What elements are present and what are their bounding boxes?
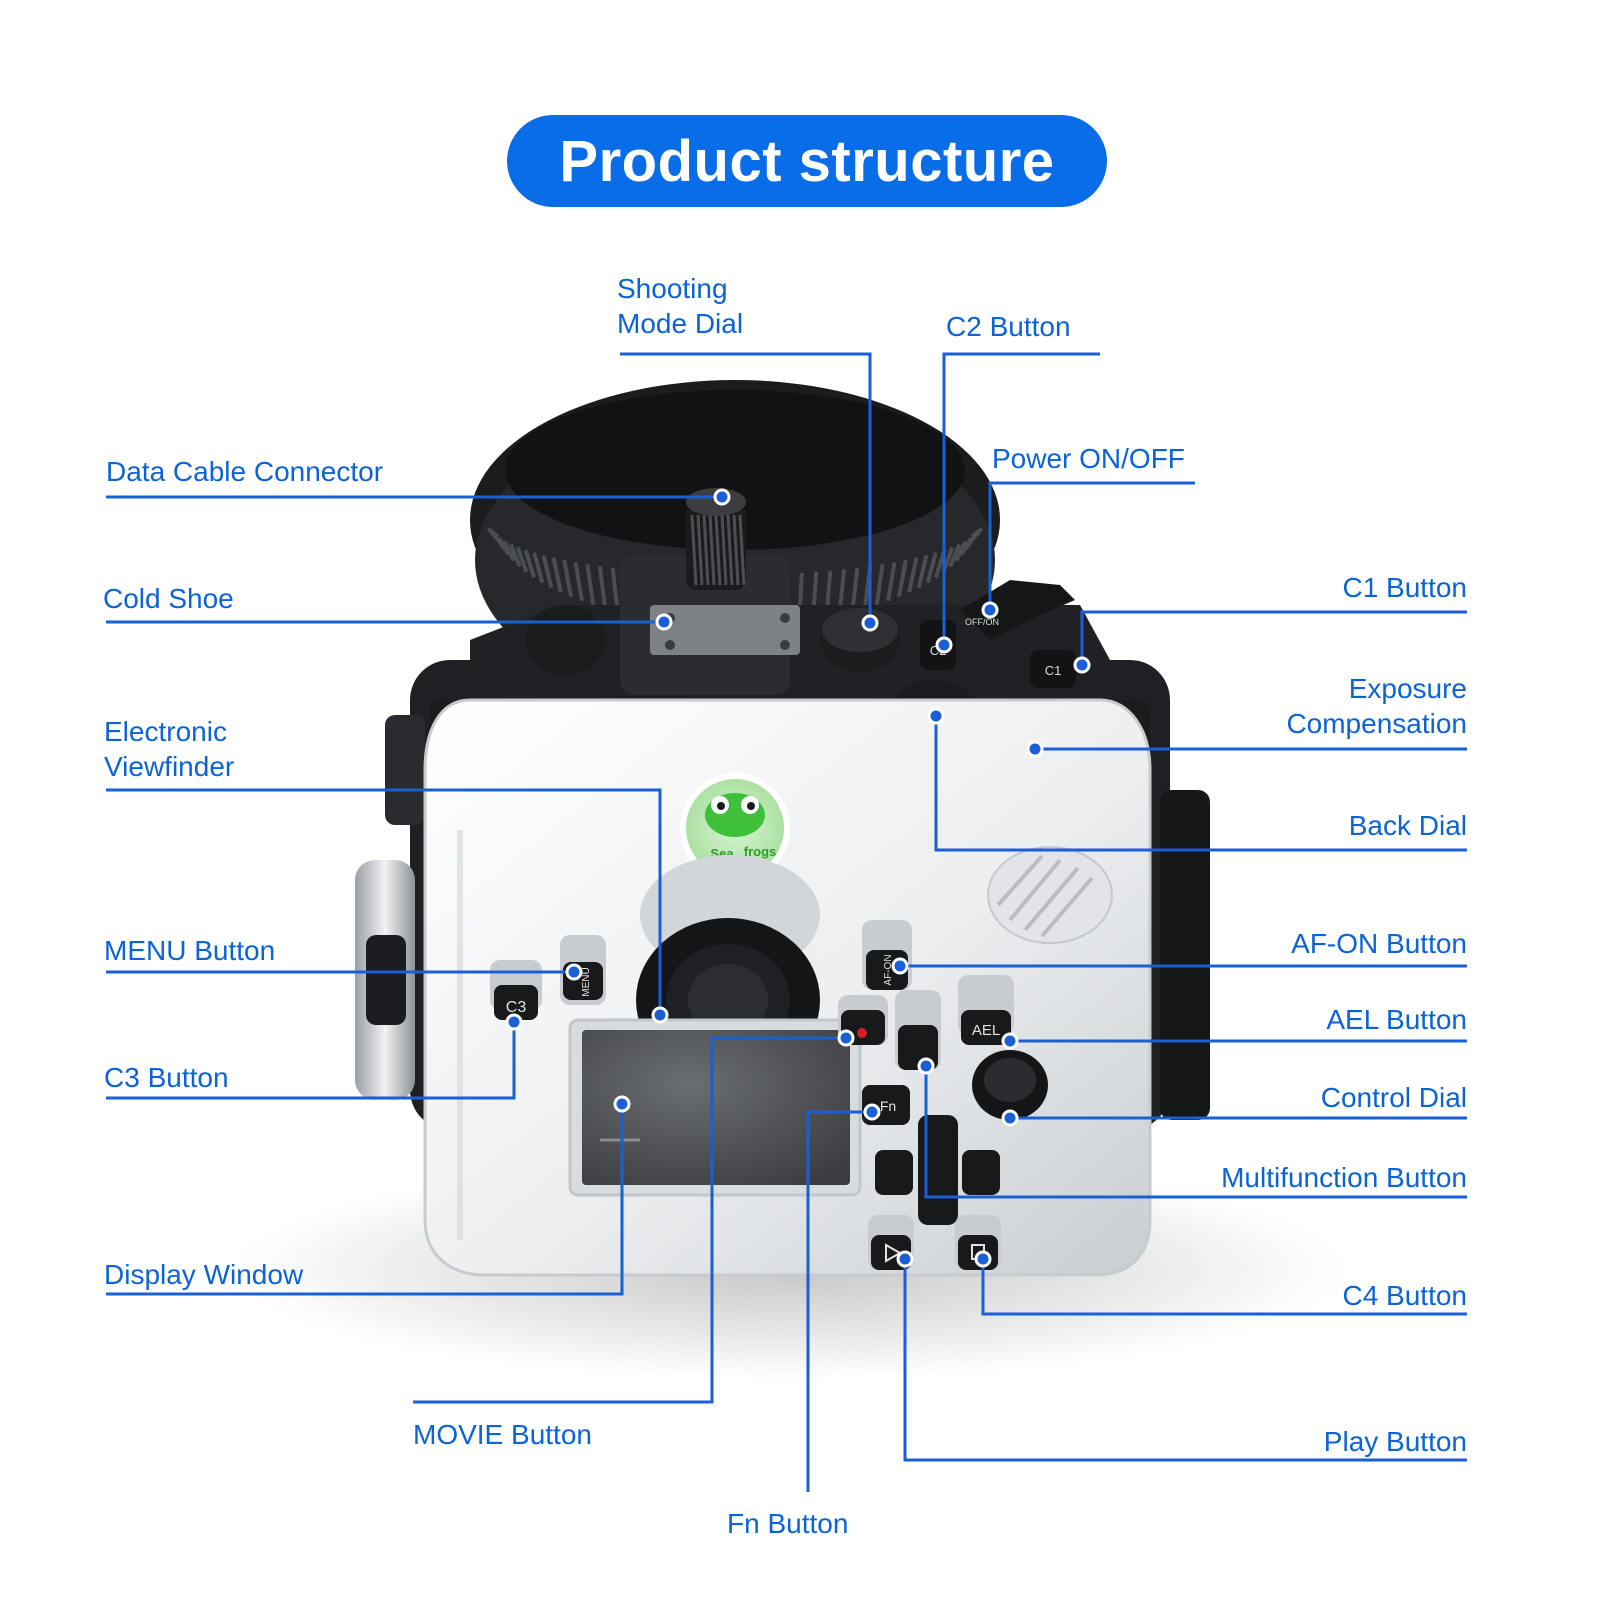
leader-display-window xyxy=(106,1104,624,1296)
dot-control-dial xyxy=(1001,1109,1019,1127)
dot-display-window xyxy=(613,1095,631,1113)
dot-cold-shoe xyxy=(655,613,673,631)
dot-menu-button xyxy=(565,963,583,981)
dot-power-on-off xyxy=(981,601,999,619)
left-knob xyxy=(525,605,605,675)
dot-c3-button xyxy=(505,1013,523,1031)
dot-c1-button xyxy=(1073,656,1091,674)
label-c1-button: C1 Button xyxy=(1342,572,1467,603)
dot-play-button xyxy=(896,1250,914,1268)
label-menu-button: MENU Button xyxy=(104,935,276,966)
title-banner: Product structure xyxy=(507,115,1107,207)
menu-mark: MENU xyxy=(581,967,592,996)
dot-af-on-button xyxy=(891,957,909,975)
dot-c2-button xyxy=(935,636,953,654)
label-fn-button: Fn Button xyxy=(727,1508,849,1539)
page-title: Product structure xyxy=(559,128,1055,194)
leader-electronic-viewfinder xyxy=(106,788,662,1015)
label-control-dial: Control Dial xyxy=(1320,1082,1467,1113)
dot-multifunction-button xyxy=(917,1057,935,1075)
c1-button-body xyxy=(1030,650,1076,688)
label-back-dial: Back Dial xyxy=(1348,810,1467,841)
leader-power-on-off xyxy=(988,481,1195,610)
dot-back-dial xyxy=(927,707,945,725)
leader-c1-button xyxy=(1080,610,1467,665)
leader-movie-button xyxy=(413,1036,846,1404)
label-cold-shoe: Cold Shoe xyxy=(103,583,234,614)
leader-back-dial xyxy=(934,716,1467,852)
label-data-cable-connector: Data Cable Connector xyxy=(106,456,384,487)
sea-frogs-logo: Sea frogs xyxy=(680,773,790,883)
leader-shooting-mode-dial xyxy=(620,352,872,623)
label-c2-button: C2 Button xyxy=(946,311,1071,342)
vent-grille xyxy=(987,846,1113,944)
afon-mark: AF-ON xyxy=(883,954,894,985)
leader-multifunction-button xyxy=(924,1066,1467,1199)
leader-play-button xyxy=(903,1259,1467,1462)
label-ael-button: AEL Button xyxy=(1326,1004,1467,1035)
c1-mark: C1 xyxy=(1045,663,1062,678)
cold-shoe-plate xyxy=(650,605,800,655)
leader-c4-button xyxy=(981,1259,1467,1316)
leader-c3-button xyxy=(106,1022,516,1100)
dot-electronic-viewfinder xyxy=(651,1006,669,1024)
label-power-on-off: Power ON/OFF xyxy=(992,443,1185,474)
leader-c2-button xyxy=(942,352,1100,645)
lens-port xyxy=(470,380,1000,710)
label-movie-button: MOVIE Button xyxy=(413,1419,592,1450)
callout-dots xyxy=(505,488,1091,1268)
logo-text-frogs: frogs xyxy=(744,844,777,859)
label-af-on-button: AF-ON Button xyxy=(1291,928,1467,959)
ael-mark: AEL xyxy=(972,1022,1000,1039)
label-display-window: Display Window xyxy=(104,1259,304,1290)
offon-mark: OFF/ON xyxy=(965,617,999,627)
dot-c4-button xyxy=(974,1250,992,1268)
callout-leader-lines xyxy=(106,352,1467,1492)
dot-exposure-compensation xyxy=(1026,740,1044,758)
label-play-button: Play Button xyxy=(1323,1426,1467,1457)
c3-mark: C3 xyxy=(506,999,527,1016)
dot-movie-button xyxy=(837,1029,855,1047)
label-c3-button: C3 Button xyxy=(104,1062,229,1093)
label-multifunction-button: Multifunction Button xyxy=(1221,1162,1467,1193)
dot-shooting-mode-dial xyxy=(861,614,879,632)
dot-fn-button xyxy=(863,1103,881,1121)
display-window-glass xyxy=(568,1018,862,1197)
label-c4-button: C4 Button xyxy=(1342,1280,1467,1311)
dot-ael-button xyxy=(1001,1032,1019,1050)
fn-mark: Fn xyxy=(880,1098,896,1114)
leader-fn-button xyxy=(806,1110,872,1492)
dot-data-cable-connector xyxy=(713,488,731,506)
